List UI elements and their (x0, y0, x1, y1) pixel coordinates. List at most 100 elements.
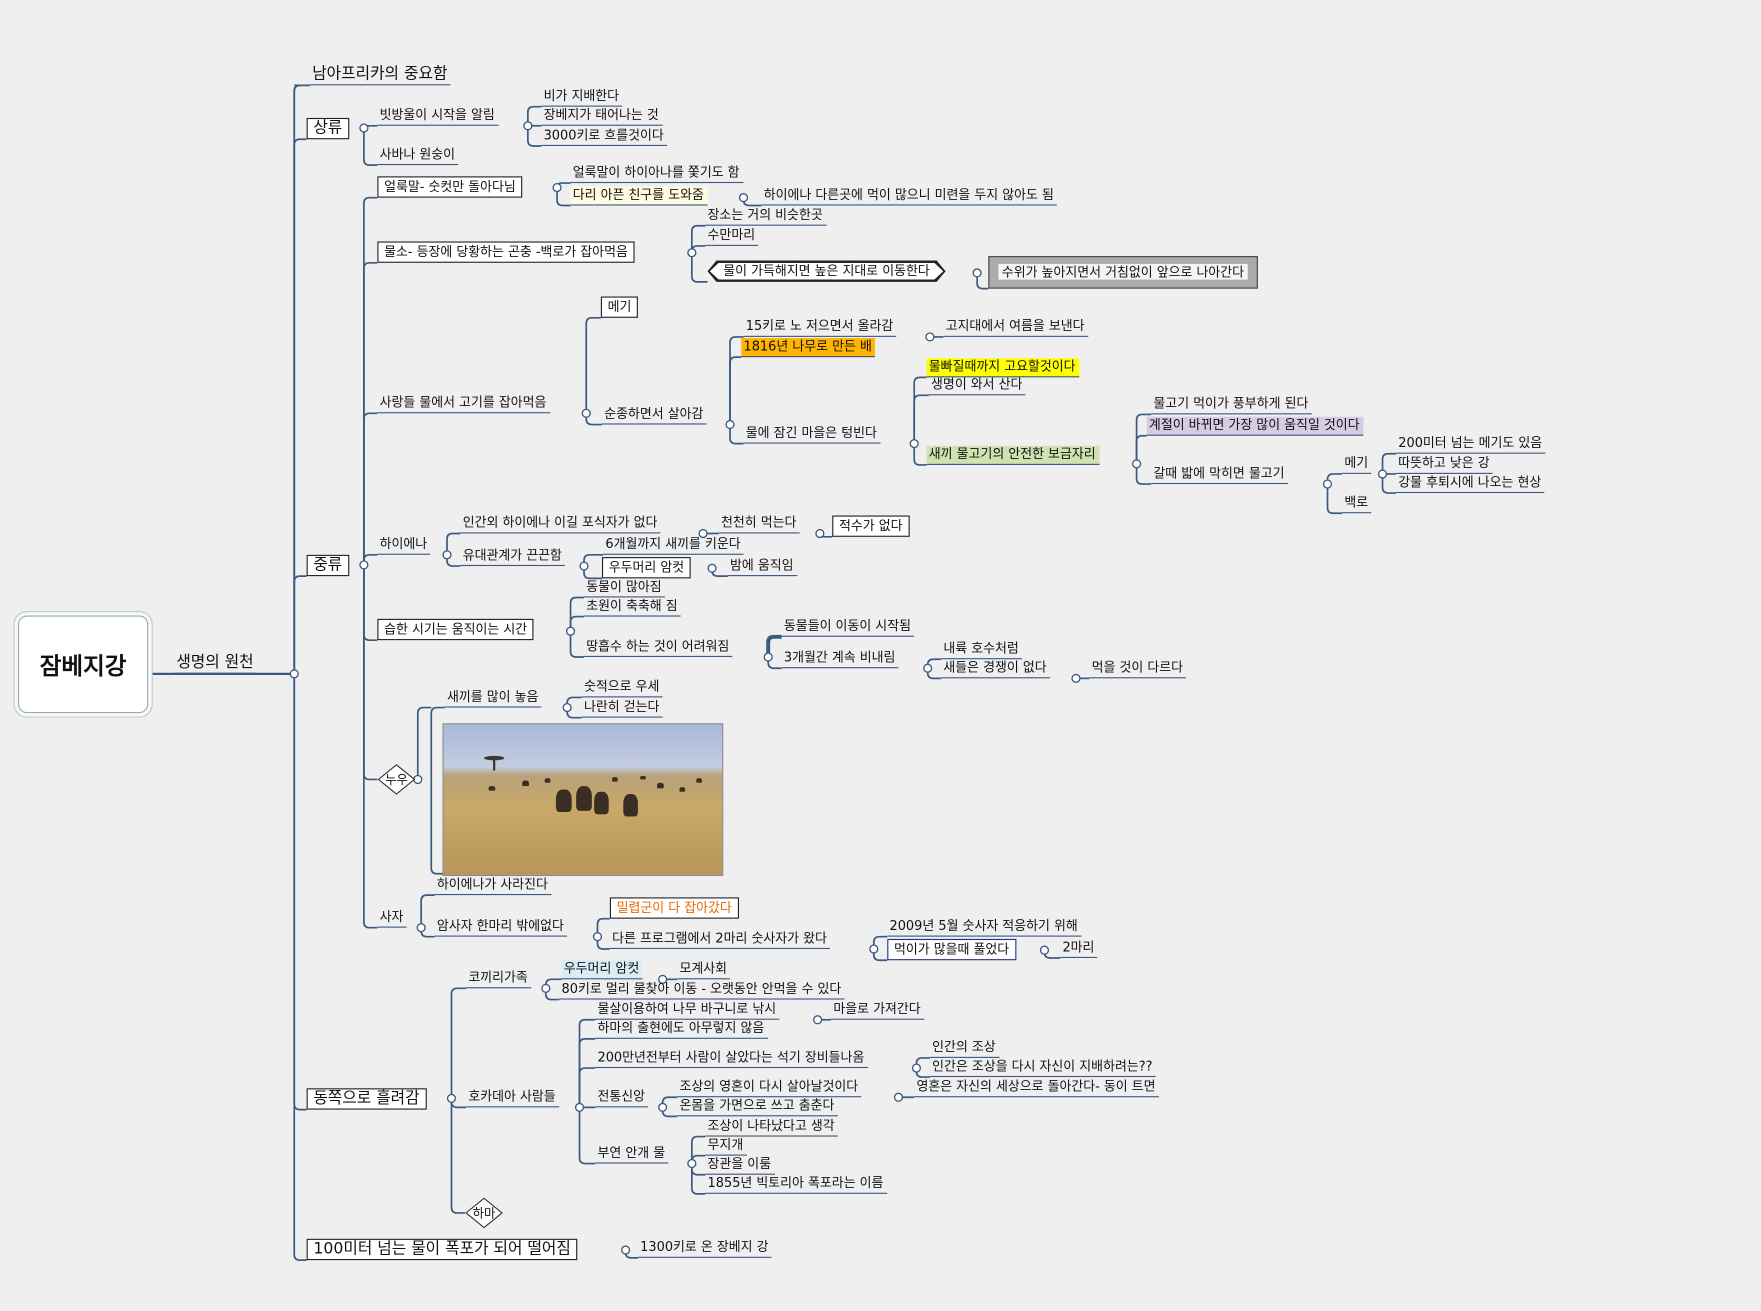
topic-rain3[interactable]: 3개월간 계속 비내림 (781, 649, 899, 669)
topic-absorb[interactable]: 땅흡수 하는 것이 어려워짐 (584, 638, 733, 658)
topic-migrate[interactable]: 동물들이 이동이 시작됨 (781, 618, 915, 637)
topic-released[interactable]: 먹이가 많을때 풀었다 (887, 938, 1016, 961)
topic-season[interactable]: 계절이 바뀌면 가장 많이 움직일 것이다 (1146, 416, 1363, 436)
topic-wet[interactable]: 습한 시기는 움직이는 시간 (377, 618, 534, 641)
collapse-toggle[interactable] (562, 702, 572, 713)
topic-falls-child[interactable]: 1300키로 온 장베지 강 (637, 1239, 772, 1258)
collapse-toggle[interactable] (359, 560, 369, 570)
collapse-toggle[interactable] (815, 528, 825, 539)
topic-buffalo-child[interactable]: 수만마리 (705, 227, 759, 246)
collapse-toggle[interactable] (658, 974, 668, 984)
collapse-toggle[interactable] (620, 1245, 631, 1255)
topic-night[interactable]: 밤에 움직임 (727, 557, 797, 577)
topic-mask[interactable]: 온몸을 가면으로 쓰고 춤춘다 (677, 1097, 838, 1117)
topic-elephant[interactable]: 코끼리가족 (466, 969, 532, 989)
collapse-toggle[interactable] (289, 669, 299, 679)
topic-gnu-child[interactable]: 나란히 걷는다 (581, 699, 663, 718)
collapse-toggle[interactable] (687, 1158, 697, 1169)
topic-upper[interactable]: 상류 (306, 117, 350, 140)
main-topic[interactable]: 생명의 원천 (174, 654, 258, 674)
topic-lion[interactable]: 사자 (377, 909, 407, 928)
collapse-toggle[interactable] (523, 121, 533, 131)
collapse-toggle[interactable] (813, 1015, 823, 1025)
central-topic[interactable]: 잠베지강 (17, 615, 149, 714)
topic-ancestor[interactable]: 인간의 조상 (929, 1039, 1000, 1058)
topic-hyena-slow[interactable]: 천천히 먹는다 (718, 514, 800, 534)
collapse-toggle[interactable] (592, 932, 603, 942)
topic-birds[interactable]: 새들은 경쟁이 없다 (941, 659, 1051, 679)
topic-two-males[interactable]: 다른 프로그램에서 2마리 숫사자가 왔다 (609, 930, 831, 950)
topic-buffalo[interactable]: 물소- 등장에 당황하는 곤충 -백로가 잡아먹음 (377, 241, 635, 263)
topic-poachers[interactable]: 밀렵군이 다 잡아갔다 (609, 897, 739, 919)
topic-people-fishing[interactable]: 물살이용하여 나무 바구니로 낚시 (595, 1001, 780, 1020)
topic-catfish[interactable]: 메기 (600, 296, 639, 318)
topic-mist-child[interactable]: 장관을 이룸 (705, 1156, 775, 1175)
topic-obey[interactable]: 순종하면서 살아감 (601, 405, 707, 425)
collapse-toggle[interactable] (707, 563, 717, 573)
topic-mist-child[interactable]: 1855년 빅토리아 폭포라는 이름 (705, 1175, 887, 1194)
topic-catfish-child[interactable]: 강물 후퇴시에 나오는 현상 (1396, 474, 1545, 494)
topic-rain-child[interactable]: 3000키로 흐를것이다 (541, 127, 668, 147)
topic-catfish-child[interactable]: 따뜻하고 낮은 강 (1396, 455, 1494, 474)
topic-fishing[interactable]: 사랑들 물에서 고기를 잡아먹음 (377, 394, 550, 414)
topic-gnu[interactable]: 누우 (377, 764, 416, 795)
topic-mist-child[interactable]: 조상이 나타났다고 생각 (705, 1117, 838, 1137)
collapse-toggle[interactable] (359, 123, 369, 133)
topic-to-village[interactable]: 마을로 가져간다 (831, 1001, 924, 1020)
topic-rain-child[interactable]: 비가 지배한다 (541, 88, 623, 107)
collapse-toggle[interactable] (565, 626, 576, 636)
collapse-toggle[interactable] (579, 561, 589, 571)
topic-egret[interactable]: 백로 (1342, 494, 1372, 514)
collapse-toggle[interactable] (909, 439, 919, 449)
topic-soul-child[interactable]: 영혼은 자신의 세상으로 돌아간다- 동이 트면 (914, 1078, 1159, 1098)
collapse-toggle[interactable] (869, 944, 879, 954)
topic-middle[interactable]: 중류 (306, 554, 350, 577)
collapse-toggle[interactable] (925, 332, 935, 342)
topic-nursery[interactable]: 새끼 물고기의 안전한 보금자리 (926, 445, 1099, 465)
collapse-toggle[interactable] (1039, 945, 1050, 955)
collapse-toggle[interactable] (698, 528, 708, 539)
collapse-toggle[interactable] (972, 268, 982, 278)
collapse-toggle[interactable] (1377, 469, 1388, 479)
topic-food[interactable]: 물고기 먹이가 풍부하게 된다 (1151, 395, 1312, 415)
topic-falls[interactable]: 100미터 넘는 물이 폭포가 되어 떨어짐 (306, 1238, 578, 1261)
topic-buffalo-grandchild[interactable]: 수위가 높아지면서 거침없이 앞으로 나아간다 (988, 256, 1258, 289)
topic-hyena-child[interactable]: 인간외 하이에나 이길 포식자가 없다 (460, 514, 661, 534)
topic-soul[interactable]: 조상의 영혼이 다시 살아날것이다 (677, 1078, 862, 1098)
collapse-toggle[interactable] (581, 408, 591, 418)
topic-stone[interactable]: 200만년전부터 사람이 살았다는 석기 장비들나옴 (595, 1049, 868, 1069)
collapse-toggle[interactable] (1322, 479, 1333, 489)
topic-zebra[interactable]: 얼룩말- 숫컷만 돌아다님 (377, 176, 523, 198)
topic-mist[interactable]: 부연 안개 물 (595, 1144, 669, 1164)
topic-monkey[interactable]: 사바나 원숭이 (377, 146, 459, 166)
collapse-toggle[interactable] (416, 923, 426, 933)
topic-lion-child[interactable]: 하이에나가 사라진다 (434, 876, 552, 896)
topic-elephant-leader[interactable]: 우두머리 암컷 (561, 960, 643, 980)
topic-rain-child[interactable]: 장베지가 태어나는 것 (541, 107, 663, 126)
topic-blocked[interactable]: 갈때 밟에 막히면 물고기 (1151, 465, 1288, 485)
topic-hippo-ok[interactable]: 하마의 출현에도 아무렇지 않음 (595, 1020, 768, 1039)
topic-wet-child[interactable]: 동물이 많아짐 (584, 578, 666, 598)
collapse-toggle[interactable] (738, 193, 749, 203)
topic-gnu-child[interactable]: 숫적으로 우세 (581, 678, 663, 698)
collapse-toggle[interactable] (725, 419, 735, 430)
topic-boat[interactable]: 1816년 나무로 만든 배 (741, 338, 876, 358)
collapse-toggle[interactable] (763, 652, 773, 662)
collapse-toggle[interactable] (446, 1093, 457, 1103)
topic-elephant-travel[interactable]: 80키로 멀리 물찾아 이동 - 오랫동안 안먹을 수 있다 (559, 980, 845, 1000)
topic-people[interactable]: 호카데아 사람들 (466, 1088, 559, 1108)
topic-one-female[interactable]: 암사자 한마리 밖에없다 (434, 918, 568, 937)
topic-diff-food[interactable]: 먹을 것이 다르다 (1089, 659, 1187, 679)
topic-row-child[interactable]: 고지대에서 여름을 보낸다 (943, 318, 1088, 337)
topic-bond[interactable]: 유대관계가 끈끈함 (460, 547, 566, 567)
topic-two[interactable]: 2마리 (1060, 939, 1098, 959)
topic-life[interactable]: 생명이 와서 산다 (928, 376, 1026, 396)
collapse-toggle[interactable] (541, 983, 551, 993)
topic-zebra-child[interactable]: 다리 아픈 친구를 도와줌 (570, 186, 708, 206)
collapse-toggle[interactable] (893, 1092, 904, 1102)
topic-rule[interactable]: 인간은 조상을 다시 자신이 지배하려는?? (929, 1058, 1156, 1078)
topic-row[interactable]: 15키로 노 저으면서 올라감 (743, 318, 897, 337)
topic-hyena[interactable]: 하이에나 (377, 536, 431, 555)
topic-adapt[interactable]: 2009년 5월 숫사자 적응하기 위해 (887, 918, 1082, 937)
topic-hyena-leader[interactable]: 우두머리 암컷 (601, 557, 691, 579)
